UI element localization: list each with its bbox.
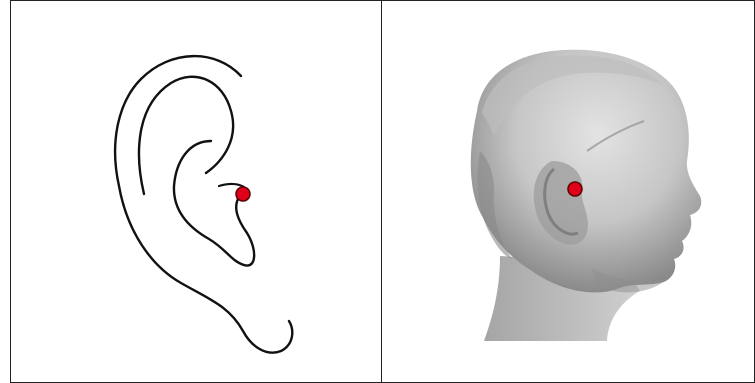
ear-landmark-point	[236, 187, 250, 201]
head-scan-panel	[382, 1, 754, 382]
ear-outline-drawing	[11, 1, 381, 382]
scan-landmark-point	[568, 182, 582, 196]
ear-concha-outline	[174, 141, 254, 266]
ear-helix-outline	[115, 56, 292, 353]
head-3d-scan	[382, 1, 755, 382]
figure-frame	[10, 0, 755, 383]
ear-antihelix-outline	[139, 77, 233, 194]
ear-tragus-outline	[219, 184, 244, 187]
ear-drawing-panel	[11, 1, 382, 382]
